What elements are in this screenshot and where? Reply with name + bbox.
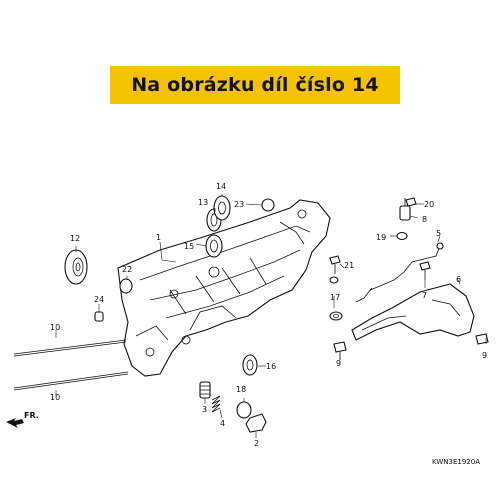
bearing-15 [205, 234, 223, 258]
sensor-8 [399, 198, 411, 221]
part-number-24: 24 [94, 295, 104, 304]
part-number-20: 20 [424, 200, 434, 209]
part-number-6: 6 [456, 275, 461, 284]
part-number-14: 14 [216, 182, 226, 191]
part-number-7: 7 [422, 291, 427, 300]
cable-5 [355, 242, 444, 303]
part-number-3: 3 [202, 405, 207, 414]
diagram-code: KWN3E1920A [432, 458, 480, 466]
bolt-7 [419, 261, 431, 280]
leader-lines [55, 194, 487, 438]
bolt-20 [405, 197, 417, 207]
part-number-2: 2 [254, 439, 259, 448]
part-number-4: 4 [220, 419, 225, 428]
o-ring-18 [236, 401, 252, 419]
part-number-22: 22 [122, 265, 132, 274]
oil-strainer-3 [199, 381, 211, 399]
part-number-21: 21 [344, 261, 354, 270]
part-number-23: 23 [234, 200, 244, 209]
bolt-9-right [475, 333, 489, 345]
front-direction-arrow: FR. [6, 411, 39, 428]
part-number-1: 1 [156, 233, 161, 242]
stud-10-lower [13, 371, 129, 391]
bearing-12 [64, 249, 88, 285]
part-number-16: 16 [266, 362, 276, 371]
part-number-8: 8 [422, 215, 427, 224]
part-number-15: 15 [184, 242, 194, 251]
crankcase-housing [117, 199, 331, 377]
part-number-19: 19 [376, 233, 386, 242]
part-number-18: 18 [236, 385, 246, 394]
seal-23 [261, 198, 275, 212]
part-number-9-right: 9 [482, 351, 487, 360]
seal-16 [242, 354, 258, 376]
drain-plug-2 [245, 413, 267, 433]
part-number-12: 12 [70, 234, 80, 243]
cover-6 [351, 283, 475, 341]
part-number-13: 13 [198, 198, 208, 207]
stud-10-upper [13, 339, 127, 357]
part-number-17: 17 [330, 293, 340, 302]
part-number-10-lower: 10 [50, 393, 60, 402]
part-number-9-left: 9 [336, 359, 341, 368]
dowel-24 [94, 311, 104, 322]
fr-label: FR. [24, 411, 39, 420]
seal-22 [119, 278, 133, 294]
o-ring-19 [396, 231, 408, 241]
part-number-10-upper: 10 [50, 323, 60, 332]
title-banner: Na obrázku díl číslo 14 [110, 66, 400, 104]
spring-4 [211, 395, 221, 413]
collar-17 [329, 311, 343, 321]
washer-21 [329, 276, 339, 284]
bolt-9-left [333, 341, 347, 360]
bolt-21 [329, 255, 341, 274]
banner-text: Na obrázku díl číslo 14 [131, 74, 379, 96]
part-number-5: 5 [436, 229, 441, 238]
bearing-14 [213, 195, 231, 221]
